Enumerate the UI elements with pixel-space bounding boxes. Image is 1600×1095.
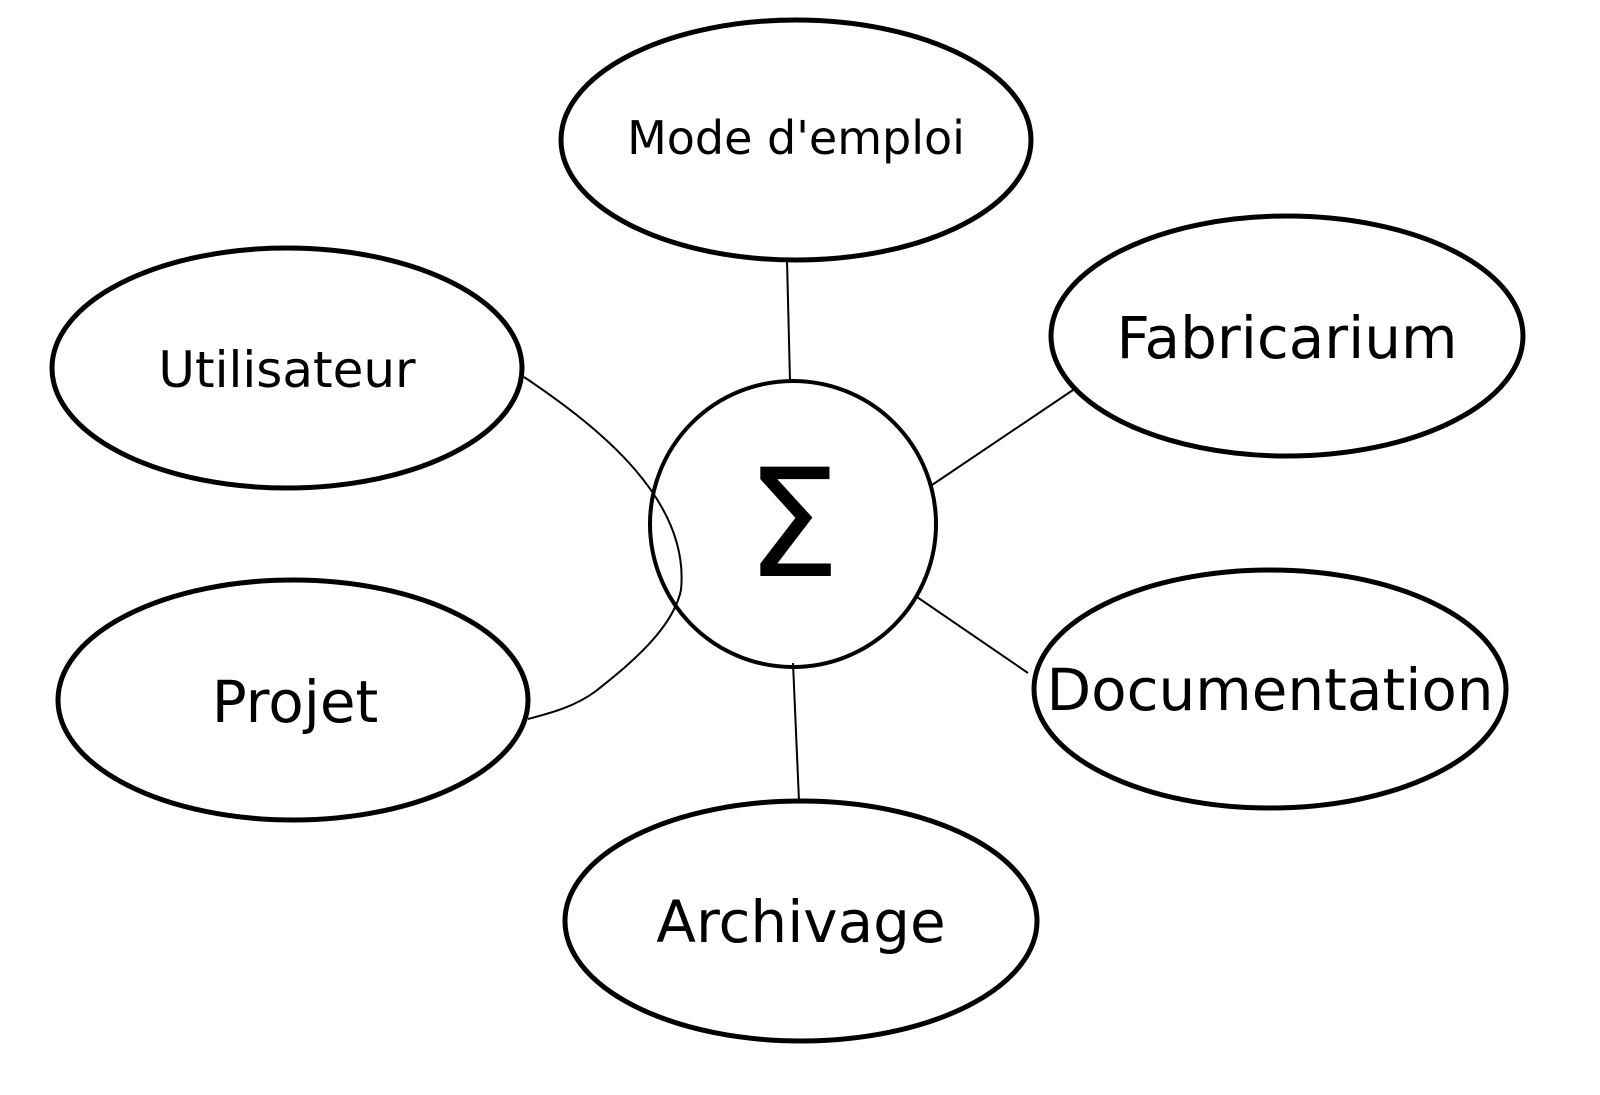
node-label: Mode d'emploi <box>627 111 965 165</box>
connector-archivage <box>792 662 800 802</box>
center-node: Σ <box>648 379 938 669</box>
connector-fabricarium <box>931 389 1074 486</box>
node-mode-emploi: Mode d'emploi <box>558 17 1034 263</box>
node-archivage: Archivage <box>562 798 1040 1044</box>
node-documentation: Documentation <box>1031 567 1509 811</box>
node-label: Utilisateur <box>158 341 416 399</box>
node-fabricarium: Fabricarium <box>1048 213 1526 459</box>
connector-utilisateur-projet <box>523 376 683 720</box>
connector-mode <box>786 259 791 382</box>
node-label: Projet <box>212 668 379 736</box>
node-label: Documentation <box>1046 656 1493 724</box>
node-utilisateur: Utilisateur <box>49 245 525 491</box>
node-label: Archivage <box>656 888 945 956</box>
center-label: Σ <box>746 438 841 612</box>
node-projet: Projet <box>55 577 531 823</box>
node-label: Fabricarium <box>1116 304 1457 372</box>
connector-documentation <box>916 596 1029 674</box>
